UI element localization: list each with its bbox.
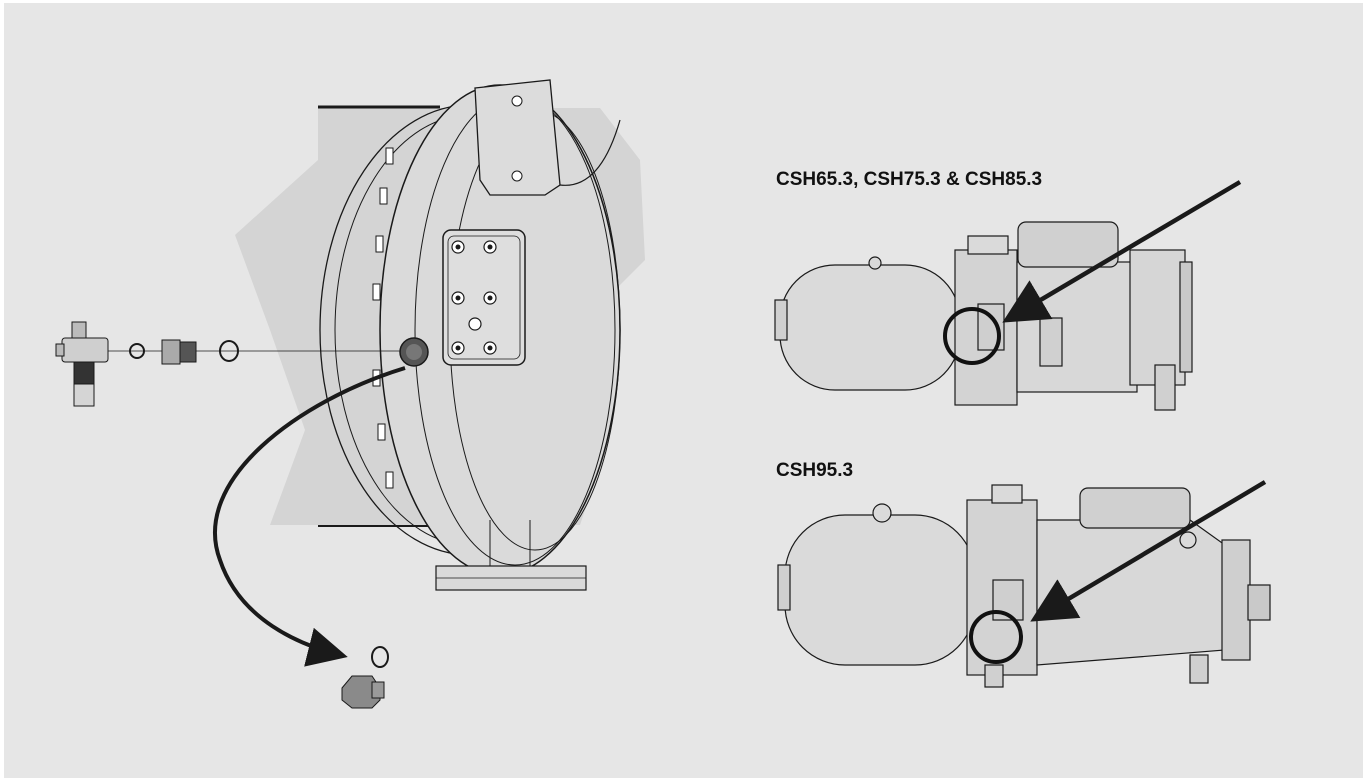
model-label-bottom: CSH95.3 (776, 460, 854, 481)
arrow-icon (1030, 480, 1267, 622)
arrow-icon (1002, 180, 1242, 323)
circle-highlight-icon (969, 610, 1023, 664)
oil-fitting-assembly-icon (55, 321, 400, 407)
circle-highlight-icon (943, 307, 1001, 365)
detail-view-housing (235, 79, 645, 591)
arrow-icon (213, 366, 406, 667)
compressor-bottom (777, 484, 1271, 688)
removed-plug (341, 646, 389, 709)
compressor-top (774, 221, 1193, 411)
model-label-top: CSH65.3, CSH75.3 & CSH85.3 (776, 169, 1043, 190)
